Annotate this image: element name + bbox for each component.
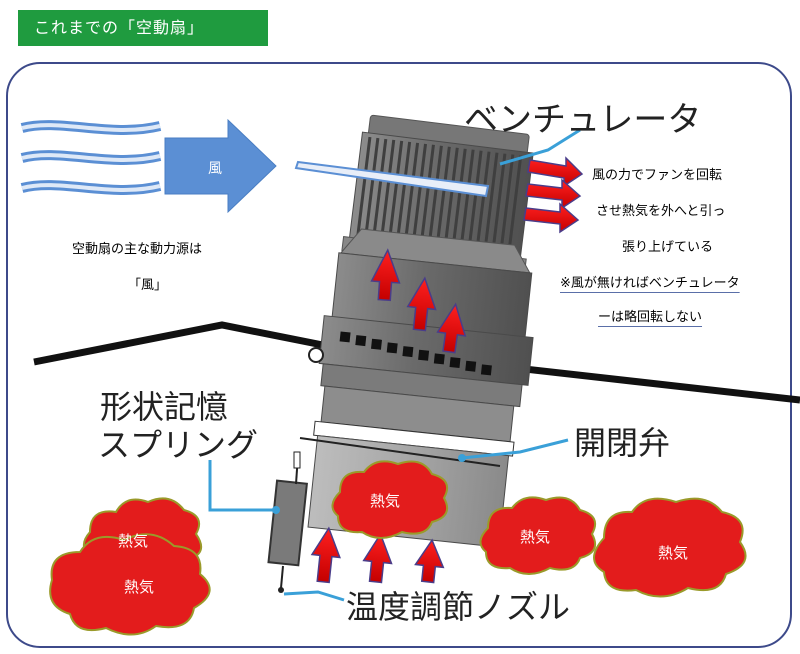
description-line-3: 張り上げている	[622, 240, 714, 255]
heat-cloud-5	[593, 497, 747, 598]
heat-up-arrows	[310, 248, 467, 584]
heat-label-2: 熱気	[124, 578, 155, 596]
wind-arrow	[164, 118, 277, 214]
spring-label-line-1: 形状記憶	[100, 388, 229, 426]
description-line-1: 風の力でファンを回転	[592, 168, 723, 183]
heat-clouds	[49, 460, 747, 636]
body-vents	[339, 331, 492, 376]
valve-line	[299, 437, 501, 467]
body-bolt	[308, 347, 324, 363]
heat-label-4: 熱気	[520, 528, 551, 546]
description-line-4: ※風が無ければベンチュレータ	[560, 276, 740, 291]
callout-lines	[208, 128, 581, 602]
heat-cloud-4	[479, 496, 596, 575]
heat-cloud-2	[49, 533, 211, 636]
roof-line	[33, 321, 800, 404]
ventilator-label: ベンチュレータ	[464, 100, 702, 140]
wind-note-line-2: 「風」	[128, 278, 168, 293]
exhaust-arrows	[523, 156, 584, 234]
page-header: これまでの「空動扇」	[18, 10, 268, 46]
heat-label-3: 熱気	[370, 492, 401, 510]
valve-label: 開閉弁	[574, 424, 671, 462]
heat-label-5: 熱気	[658, 544, 689, 562]
nozzle-label: 温度調節ノズル	[346, 588, 571, 626]
description-line-2: させ熱気を外へと引っ	[596, 204, 726, 219]
wind-note-line-1: 空動扇の主な動力源は	[72, 242, 203, 257]
wind-intake-tube	[294, 160, 490, 198]
spring-label-line-2: スプリング	[98, 426, 259, 464]
nozzle-cylinder	[267, 451, 308, 593]
diagram-frame	[6, 62, 792, 648]
description-line-5: ーは略回転しない	[598, 310, 703, 325]
heat-cloud-3	[331, 460, 448, 539]
wind-arrow-label: 風	[208, 161, 222, 177]
heat-label-1: 熱気	[118, 532, 149, 550]
